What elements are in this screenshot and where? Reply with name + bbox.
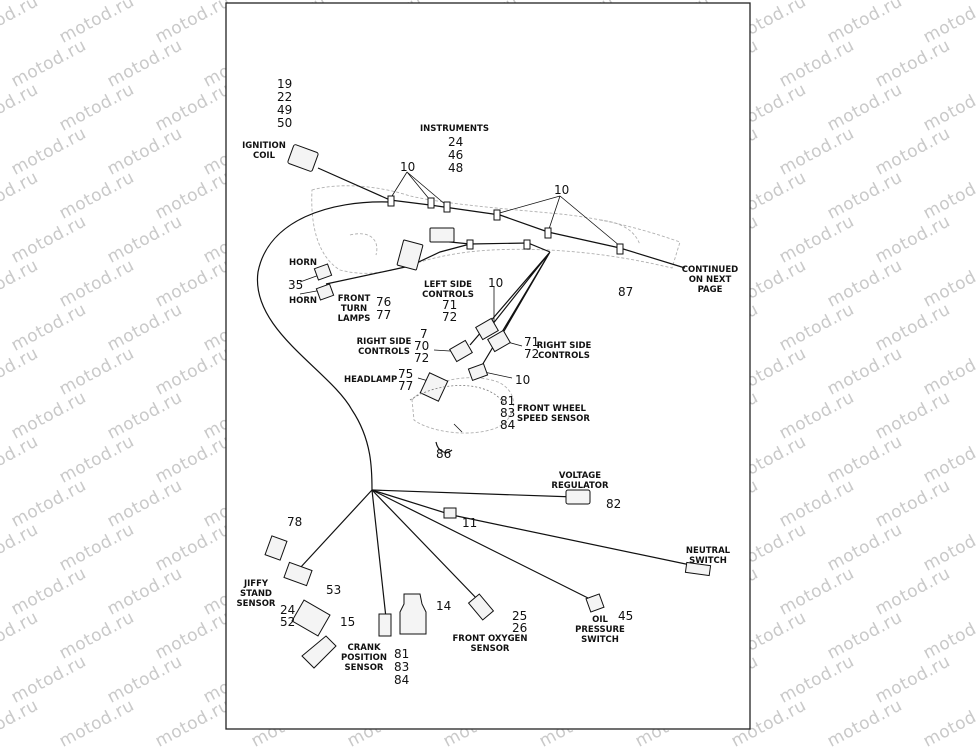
turn-lamp-connector (396, 239, 424, 271)
ref-78: 78 (287, 515, 302, 529)
ref-45: 45 (618, 609, 633, 623)
ref-15: 15 (340, 615, 355, 629)
horn-part (313, 263, 333, 281)
bottle-15 (301, 635, 337, 669)
right-controls-connector (487, 329, 511, 353)
ref-14: 14 (436, 599, 451, 613)
relay-53 (291, 599, 331, 637)
ref-82: 82 (606, 497, 621, 511)
voltage-regulator-part (565, 489, 591, 505)
right-controls-connector-2 (449, 339, 473, 363)
components (264, 144, 712, 669)
left-controls-connector (475, 317, 499, 341)
ref-10-a: 10 (400, 160, 415, 174)
chassis-outline (311, 185, 681, 434)
bottle-14 (399, 593, 427, 635)
ignition-coil-part (287, 144, 319, 172)
ref-10-d: 10 (515, 373, 530, 387)
connector-11 (443, 507, 457, 519)
speed-sensor-connector (467, 362, 489, 382)
ref-87: 87 (618, 285, 633, 299)
headlamp-part (419, 372, 449, 402)
horn-bottom-label: HORN (289, 296, 317, 306)
ref-86: 86 (436, 447, 451, 461)
instruments-label: INSTRUMENTS (420, 124, 489, 134)
jiffy-connector (283, 561, 313, 587)
ref-35: 35 (288, 278, 303, 292)
horn-top-label: HORN (289, 258, 317, 268)
wire-clips (387, 195, 624, 255)
dashed-outline-86 (409, 385, 505, 405)
jiffy-sensor-part (264, 535, 288, 561)
oil-pressure-switch-part (585, 593, 605, 613)
instrument-connector (429, 227, 455, 243)
ref-11: 11 (462, 516, 477, 530)
ref-10-c: 10 (488, 276, 503, 290)
ref-53: 53 (326, 583, 341, 597)
ref-10-b: 10 (554, 183, 569, 197)
neutral-switch-part (684, 561, 712, 577)
horn-part-2 (315, 283, 335, 301)
headlamp-label: HEADLAMP (344, 375, 397, 385)
oxygen-sensor-part (467, 593, 495, 621)
crank-sensor-part (378, 613, 392, 637)
